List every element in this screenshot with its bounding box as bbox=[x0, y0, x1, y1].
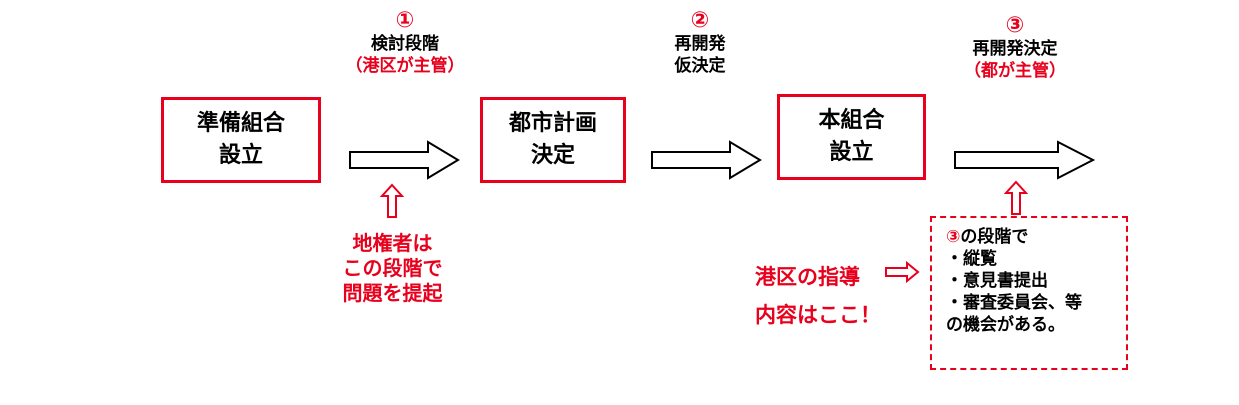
info-item-1: ・縦覧 bbox=[946, 249, 997, 269]
step-2-number: ② bbox=[690, 8, 710, 33]
arrow-right-3 bbox=[954, 140, 1096, 180]
stage-3-info-box: ③の段階で ・縦覧 ・意見書提出 ・審査委員会、等 の機会がある。 bbox=[930, 216, 1128, 370]
info-title-line: ③の段階で bbox=[946, 226, 1116, 248]
box-3-line-2: 設立 bbox=[829, 140, 874, 165]
info-step-number: ③ bbox=[946, 227, 961, 247]
landowner-line-1: 地権者は bbox=[352, 231, 433, 255]
landowner-line-2: この段階で bbox=[342, 256, 443, 280]
step-3-header: ③ 再開発決定 （都が主管） bbox=[940, 13, 1090, 82]
info-item-2: ・意見書提出 bbox=[946, 271, 1048, 291]
arrow-right-1 bbox=[349, 140, 460, 180]
box-main-union: 本組合 設立 bbox=[777, 94, 926, 180]
landowner-line-3: 問題を提起 bbox=[342, 281, 443, 305]
step-1-header: ① 検討段階 （港区が主管） bbox=[330, 8, 480, 77]
step-2-label-1: 再開発 bbox=[674, 34, 726, 54]
arrow-right-small bbox=[885, 260, 920, 284]
box-2-line-1: 都市計画 bbox=[508, 111, 597, 136]
arrow-right-2 bbox=[651, 140, 762, 180]
step-1-number: ① bbox=[395, 8, 415, 33]
box-2-line-2: 決定 bbox=[530, 143, 575, 168]
box-1-line-1: 準備組合 bbox=[196, 111, 285, 136]
step-3-number: ③ bbox=[1005, 13, 1025, 38]
arrow-up-2 bbox=[1003, 180, 1029, 215]
landowner-note: 地権者は この段階で 問題を提起 bbox=[320, 231, 465, 306]
step-2-header: ② 再開発 仮決定 bbox=[630, 8, 770, 77]
minato-line-1: 港区の指導 bbox=[755, 265, 860, 289]
info-title: の段階で bbox=[960, 227, 1029, 247]
step-3-note: （都が主管） bbox=[964, 61, 1066, 81]
info-last-line: の機会がある。 bbox=[946, 315, 1065, 335]
arrow-up-1 bbox=[379, 183, 405, 218]
minato-line-2: 内容はここ！ bbox=[755, 303, 881, 327]
box-preparatory-union: 準備組合 設立 bbox=[161, 97, 321, 183]
info-item-3: ・審査委員会、等 bbox=[946, 293, 1082, 313]
minato-note: 港区の指導 内容はここ！ bbox=[755, 258, 890, 334]
step-2-label-2: 仮決定 bbox=[674, 56, 726, 76]
box-city-plan-decision: 都市計画 決定 bbox=[480, 97, 626, 183]
box-1-line-2: 設立 bbox=[218, 143, 263, 168]
box-3-line-1: 本組合 bbox=[818, 108, 885, 133]
step-1-label: 検討段階 bbox=[371, 34, 439, 54]
step-3-label: 再開発決定 bbox=[972, 39, 1058, 59]
step-1-note: （港区が主管） bbox=[345, 56, 465, 76]
